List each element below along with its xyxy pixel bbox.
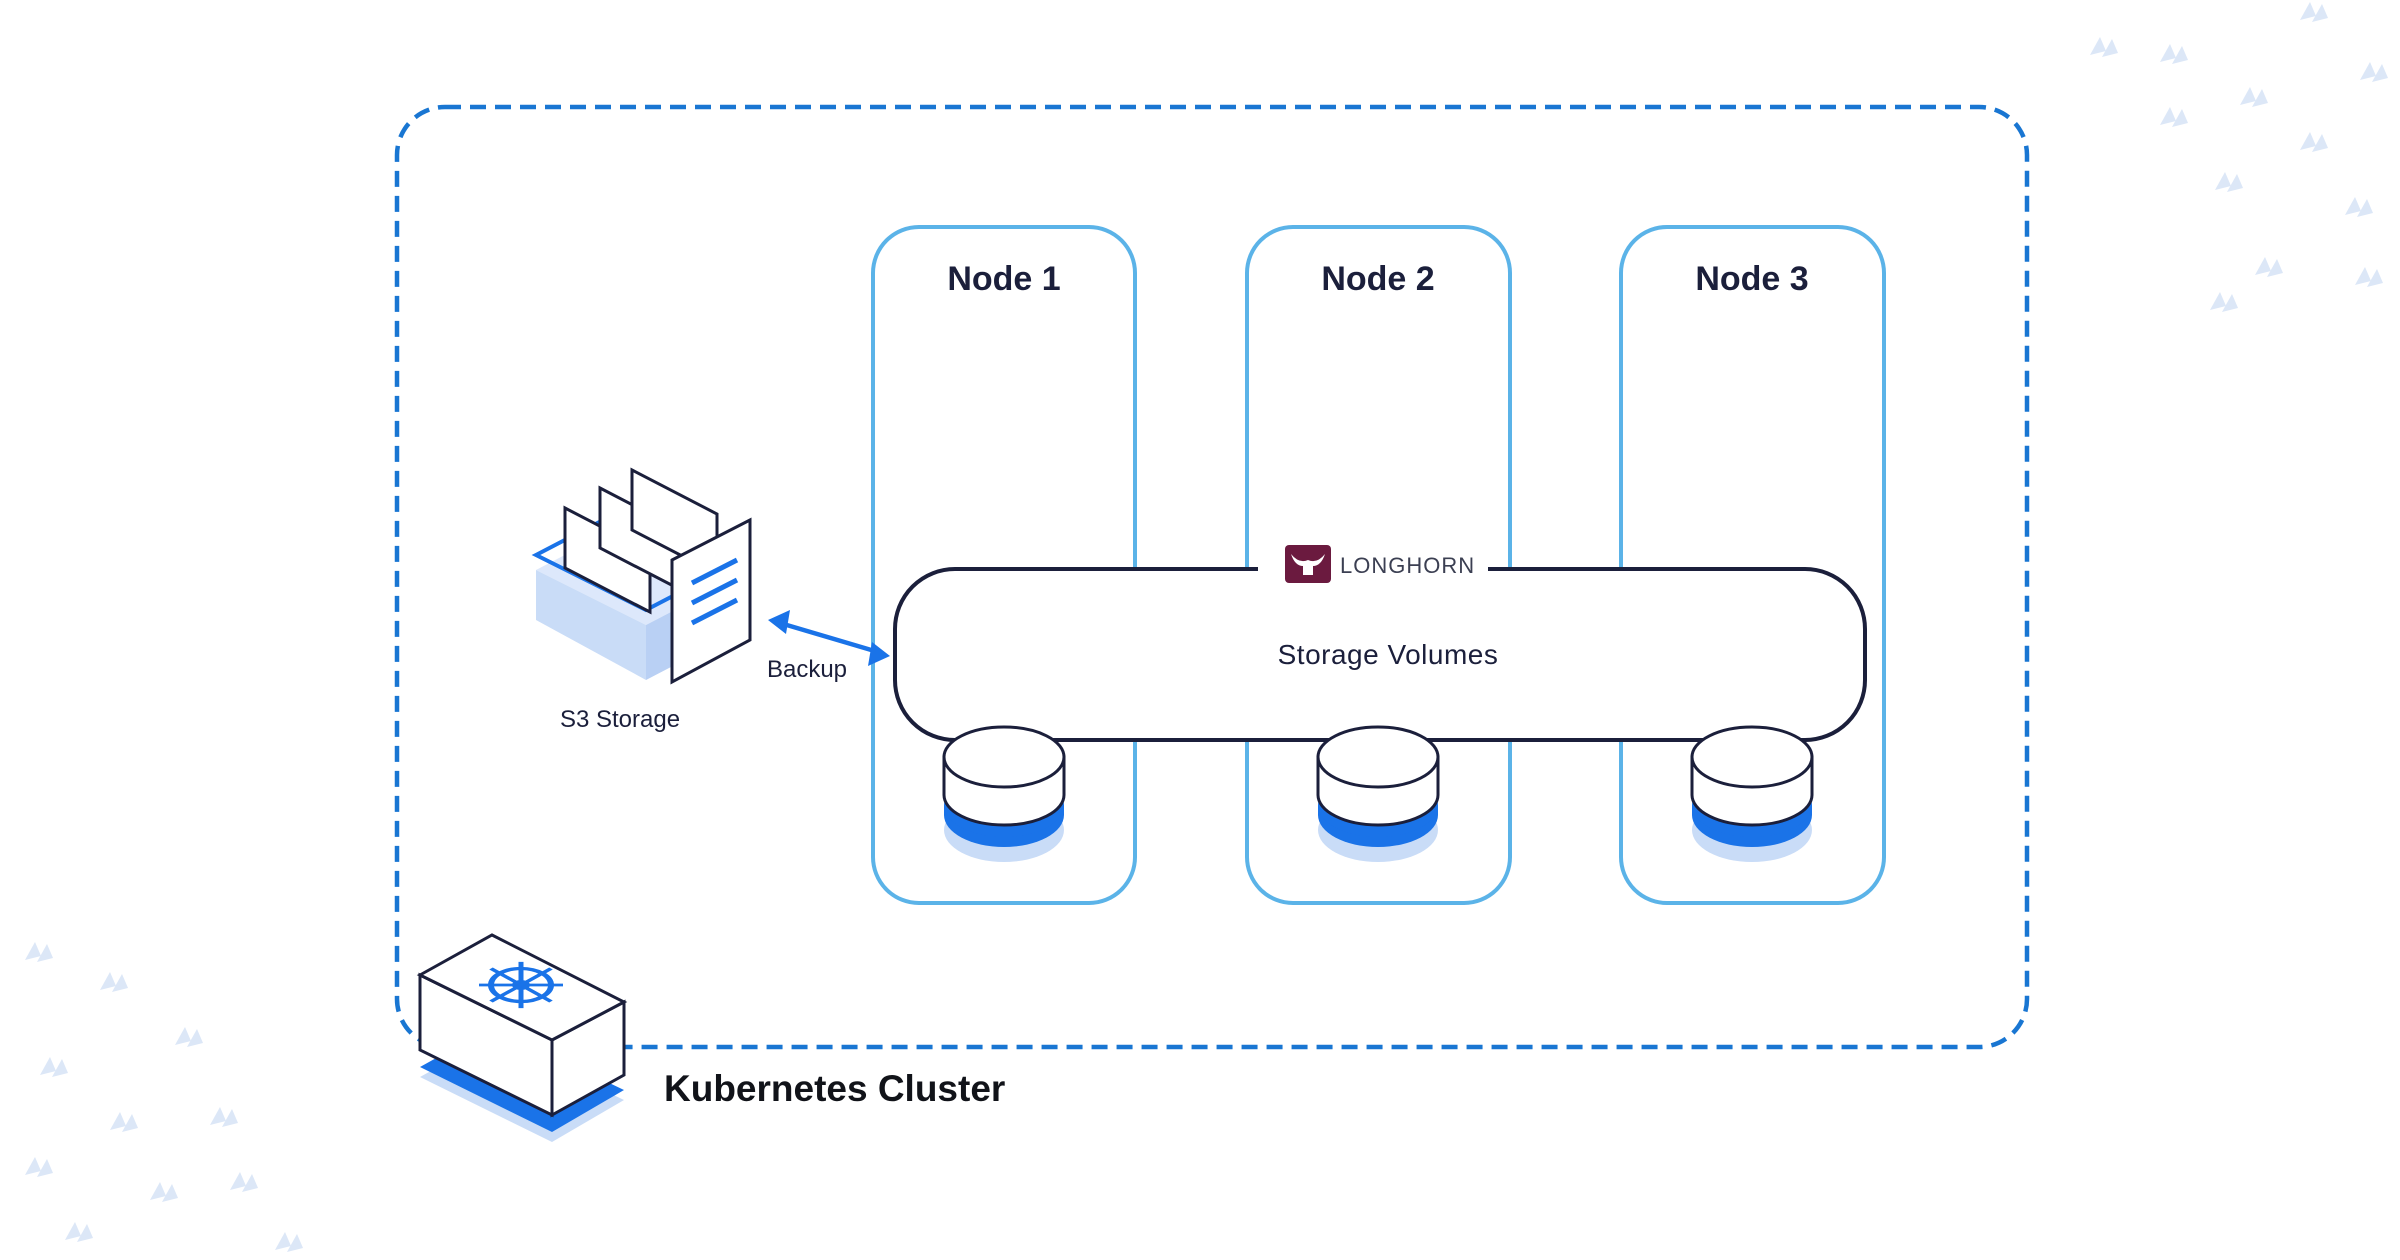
storage-volumes: Storage Volumes — [893, 567, 1867, 742]
kubernetes-helm-icon — [416, 933, 628, 1142]
arrowhead-left-icon — [768, 610, 790, 634]
s3-storage: S3 Storage — [531, 467, 752, 733]
disk-volume-icon — [1316, 725, 1440, 862]
cluster-boundary — [394, 104, 2030, 1050]
backup-label: Backup — [767, 656, 847, 683]
s3-folder-icon — [531, 467, 752, 685]
s3-storage-label: S3 Storage — [560, 706, 680, 733]
background-pattern — [25, 2, 2388, 1252]
cluster-label: Kubernetes Cluster — [664, 1068, 1005, 1109]
kubernetes-cluster-badge: Kubernetes Cluster — [416, 933, 1005, 1142]
node-label-2: Node 2 — [1321, 260, 1434, 298]
node-label-1: Node 1 — [947, 260, 1060, 298]
disk-volume-icon — [942, 725, 1066, 862]
arrowhead-right-icon — [868, 642, 890, 666]
storage-volumes-label: Storage Volumes — [1278, 639, 1499, 670]
longhorn-logo-icon — [1285, 545, 1331, 583]
disk-volume-icon — [1690, 725, 1814, 862]
backup-connector: Backup — [767, 610, 890, 683]
node-label-3: Node 3 — [1695, 260, 1808, 298]
longhorn-label: LONGHORN — [1340, 553, 1475, 578]
longhorn-brand: LONGHORN — [1258, 545, 1488, 588]
